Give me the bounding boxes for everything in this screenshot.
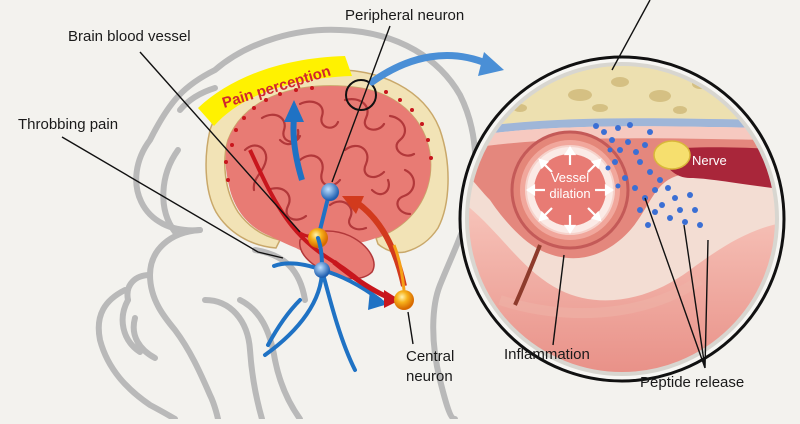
top-leader-line [611,0,651,71]
signal-up-arrow [290,117,305,181]
blue-neuron-ganglion [314,262,330,278]
peripheral-neuron-leader [331,25,391,183]
zoom-arrow-head [478,52,504,76]
inflammation-label: Inflammation [504,346,590,363]
head-outline [95,26,479,422]
peripheral-neuron-label: Peripheral neuron [345,7,464,24]
central-neuron-body [394,290,414,310]
magnifier-circle [345,79,377,111]
zoom-arrow [368,52,492,86]
central-neuron-leader [407,311,414,345]
brain-blood-vessel-label: Brain blood vessel [68,28,191,45]
central-neuron-label-2: neuron [406,368,453,385]
dilation-arrows [526,146,614,234]
capillary-dots [224,86,433,182]
peptide-dots [593,122,703,228]
throbbing-pain-leader [61,136,284,259]
peptide-release-leaders [644,197,709,369]
peptide-release-label: Peptide release [640,374,744,391]
throbbing-pain-label: Throbbing pain [18,116,118,133]
vessel-dilation-label-2: dilation [549,186,590,201]
brain-blood-vessel-leader [139,51,301,233]
central-neuron-label-1: Central [406,348,454,365]
pain-perception-highlight [198,56,352,126]
blue-neuron-upper [321,183,339,201]
nerve-ending [653,140,691,170]
inset-magnified-view: Vessel dilation Nerve [458,0,786,383]
vessel-dilation-label-1: Vessel [551,170,589,185]
nerve-label: Nerve [692,153,727,168]
inflammation-leader [552,254,565,346]
